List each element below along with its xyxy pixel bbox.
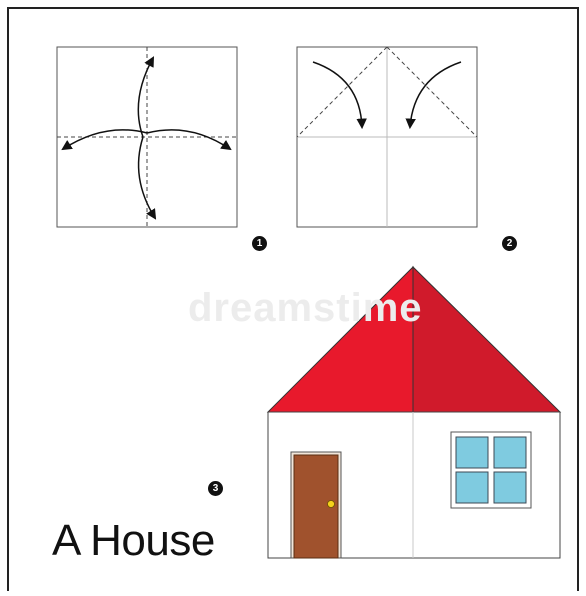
left-diagonal-fold xyxy=(296,46,388,138)
step-2-number: 2 xyxy=(502,236,517,251)
step-1-diagram xyxy=(56,46,238,228)
fold-arrow-right xyxy=(146,129,232,151)
door-knob xyxy=(327,500,335,508)
page-title: A House xyxy=(52,516,215,565)
fold-arrow-left-corner xyxy=(312,61,367,130)
fold-arrow-left xyxy=(61,129,148,151)
watermark: dreamstime xyxy=(188,286,423,330)
house-diagram xyxy=(266,265,562,559)
fold-arrow-right-corner xyxy=(405,61,462,130)
paper-square xyxy=(56,46,238,228)
fold-arrow-up xyxy=(137,56,155,138)
step-2-diagram xyxy=(296,46,478,228)
window-pane xyxy=(455,436,489,469)
fold-arrow-down xyxy=(137,136,157,220)
step-3-number: 3 xyxy=(208,481,223,496)
window-pane xyxy=(493,436,527,469)
frame-line xyxy=(7,7,579,591)
step-1-number: 1 xyxy=(252,236,267,251)
right-diagonal-fold xyxy=(386,46,478,138)
window-pane xyxy=(455,471,489,504)
roof-right xyxy=(412,265,562,413)
window-pane xyxy=(493,471,527,504)
